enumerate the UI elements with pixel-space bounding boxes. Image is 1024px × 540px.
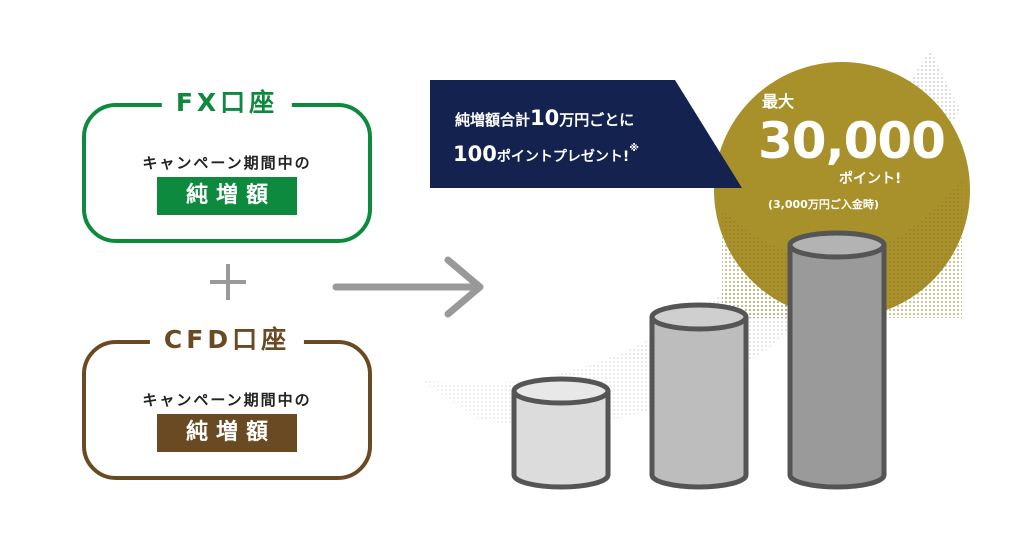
banner-line-2: 100ポイントプレゼント!※ — [453, 144, 639, 165]
fx-account-title: FX口座 — [161, 88, 293, 118]
reward-note: (3,000万円ご入金時) — [768, 198, 879, 211]
banner-note-mark: ※ — [629, 143, 639, 154]
cylinder-chart — [511, 230, 887, 490]
fx-account-box — [82, 103, 372, 243]
cylinder-medium — [649, 302, 749, 490]
reward-unit: ポイント! — [839, 171, 902, 187]
fx-net-increase-badge: 純増額 — [157, 177, 297, 215]
cylinder-large — [787, 230, 887, 490]
reward-max-label: 最大 — [762, 92, 795, 111]
banner-line2-suffix: ポイントプレゼント! — [496, 149, 630, 165]
cfd-net-increase-badge: 純増額 — [157, 414, 297, 452]
reward-amount: 30,000 — [758, 112, 946, 170]
banner-line1-suffix: 万円ごとに — [559, 111, 635, 129]
right-arrow-icon — [332, 256, 484, 318]
plus-icon — [208, 262, 248, 302]
banner-line1-prefix: 純増額合計 — [455, 111, 531, 129]
banner-line2-number: 100 — [453, 142, 497, 166]
cylinder-small — [511, 376, 611, 490]
banner-line1-number: 10 — [530, 106, 560, 130]
cfd-account-box — [82, 340, 372, 480]
reward-circle — [714, 62, 970, 318]
banner-line-1: 純増額合計10万円ごとに — [455, 108, 634, 129]
cfd-campaign-subtitle: キャンペーン期間中の — [142, 391, 312, 409]
cfd-account-title: CFD口座 — [149, 325, 305, 355]
fx-campaign-subtitle: キャンペーン期間中の — [142, 154, 312, 172]
